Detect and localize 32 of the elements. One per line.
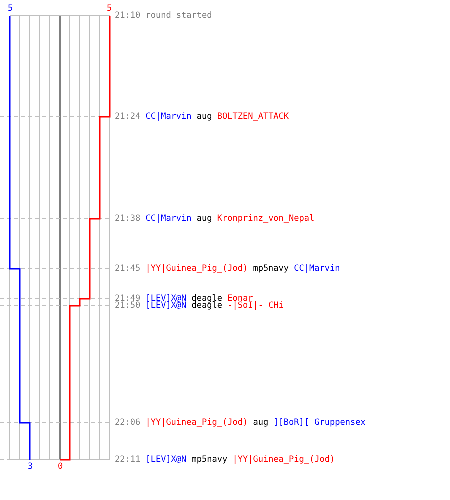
time-label: 21:45 [115,264,141,274]
player-name: [LEV]X@N [146,301,187,311]
weapon-name: aug [196,112,212,122]
weapon-name: deagle [192,301,223,311]
player-name: -|SoI|- CHi [228,301,284,311]
player-name: BOLTZEN_ATTACK [217,112,290,122]
event-text: round started [146,11,212,21]
player-name: ][BoR][ Gruppensex [274,418,366,428]
player-name: |YY|Guinea_Pig_(Jod) [232,455,336,465]
time-label: 21:10 [115,11,141,21]
weapon-name: mp5navy [253,264,290,274]
count-label: 0 [58,462,64,472]
time-label: 21:50 [115,301,141,311]
player-name: [LEV]X@N [146,455,187,465]
time-label: 21:24 [115,112,141,122]
count-label: 5 [107,4,112,14]
player-name: CC|Marvin [146,112,192,122]
player-name: Kronprinz_von_Nepal [217,214,315,224]
weapon-name: aug [253,418,269,428]
count-label: 3 [28,462,34,472]
weapon-name: deagle [192,294,223,304]
weapon-name: aug [196,214,212,224]
count-label: 5 [8,4,14,14]
time-label: 21:38 [115,214,141,224]
player-name: |YY|Guinea_Pig_(Jod) [146,418,248,428]
time-label: 22:06 [115,418,141,428]
player-name: CC|Marvin [146,214,192,224]
player-name: CC|Marvin [294,264,340,274]
player-name: |YY|Guinea_Pig_(Jod) [146,264,248,274]
player-name: [LEV]X@N [146,294,187,304]
time-label: 22:11 [115,455,141,465]
weapon-name: mp5navy [192,455,228,465]
